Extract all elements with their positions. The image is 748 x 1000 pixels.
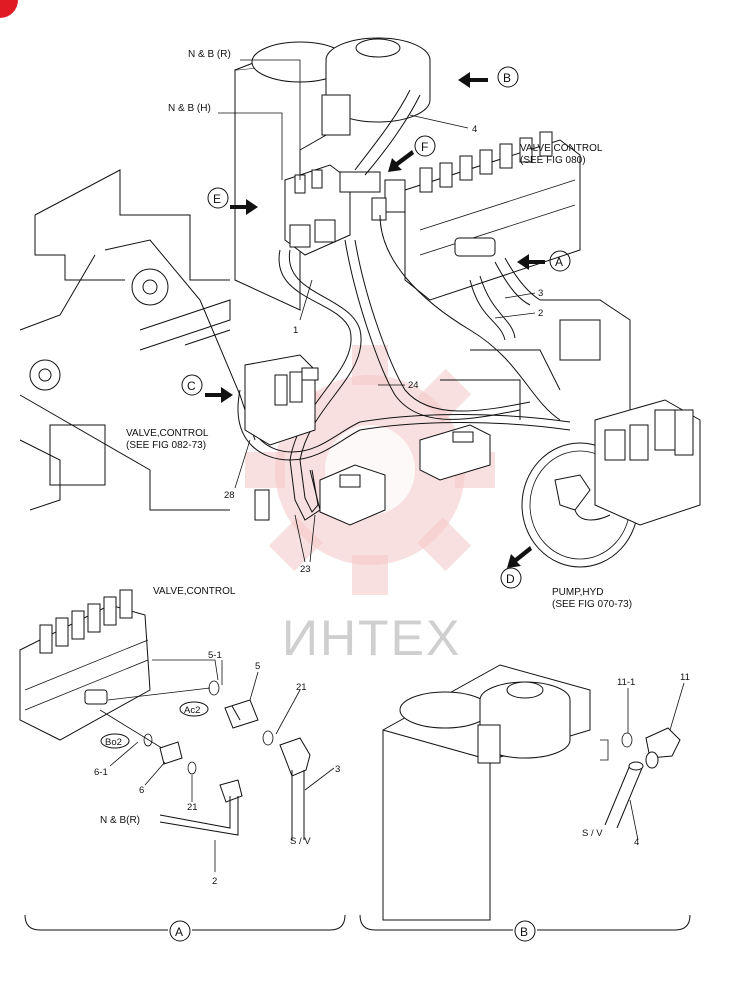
- callout-b: B: [503, 71, 511, 85]
- label-ac2: Ac2: [184, 705, 200, 716]
- part-4-top: 4: [472, 124, 477, 135]
- manifold-block: [284, 164, 406, 256]
- label-valve-control-top: VALVE,CONTROL: [520, 143, 603, 154]
- label-valve-control-detail: VALVE,CONTROL: [153, 586, 236, 597]
- label-see-fig-070: (SEE FIG 070-73): [552, 599, 632, 610]
- main-assembly: [19, 37, 701, 568]
- part-2-top: 2: [538, 308, 543, 319]
- label-see-fig-080: (SEE FIG 080): [520, 155, 586, 166]
- part-1: 1: [293, 325, 298, 336]
- callout-a: A: [555, 255, 563, 269]
- label-pump-hyd: PUMP,HYD: [552, 587, 604, 598]
- arrow-icon: [205, 72, 545, 568]
- label-bo2: Bo2: [105, 737, 122, 748]
- callout-d: D: [506, 572, 515, 586]
- callout-e: E: [213, 192, 221, 206]
- part-3-detail: 3: [335, 764, 340, 775]
- label-see-fig-082: (SEE FIG 082-73): [126, 440, 206, 451]
- part-5: 5: [255, 661, 260, 672]
- part-2-detail: 2: [212, 876, 217, 887]
- detail-b: [382, 664, 685, 921]
- section-mark-b: B: [520, 925, 528, 939]
- hydraulic-pump: [521, 399, 701, 568]
- label-nb-r: N & B (R): [188, 49, 231, 60]
- control-valve-left: [244, 354, 319, 521]
- watermark-text: ИНТЕХ: [282, 610, 461, 666]
- part-5-1: 5-1: [208, 650, 222, 661]
- part-3-top: 3: [538, 288, 543, 299]
- part-4-detail: 4: [634, 837, 639, 848]
- part-21-b: 21: [187, 802, 198, 813]
- part-24: 24: [408, 380, 419, 391]
- section-bracket-b: [359, 914, 691, 942]
- section-bracket-a: [24, 914, 346, 942]
- part-21-a: 21: [296, 682, 307, 693]
- callout-f: F: [421, 140, 428, 154]
- part-6-1: 6-1: [94, 767, 108, 778]
- part-11-1: 11-1: [617, 677, 635, 688]
- label-valve-control-left: VALVE,CONTROL: [126, 428, 209, 439]
- corner-mark-icon: [0, 0, 18, 18]
- part-6: 6: [139, 785, 144, 796]
- label-nb-h: N & B (H): [168, 103, 211, 114]
- part-28: 28: [224, 490, 235, 501]
- callout-circle-icon: [181, 66, 571, 589]
- part-11: 11: [680, 672, 690, 683]
- valve-control-detail: [19, 589, 151, 741]
- label-nb-r-detail: N & B(R): [100, 815, 140, 826]
- callout-c: C: [187, 379, 196, 393]
- section-mark-a: A: [175, 925, 183, 939]
- label-sv-a: S / V: [290, 836, 311, 847]
- label-sv-b: S / V: [582, 828, 603, 839]
- detail-a: [19, 589, 335, 872]
- part-23: 23: [300, 564, 311, 575]
